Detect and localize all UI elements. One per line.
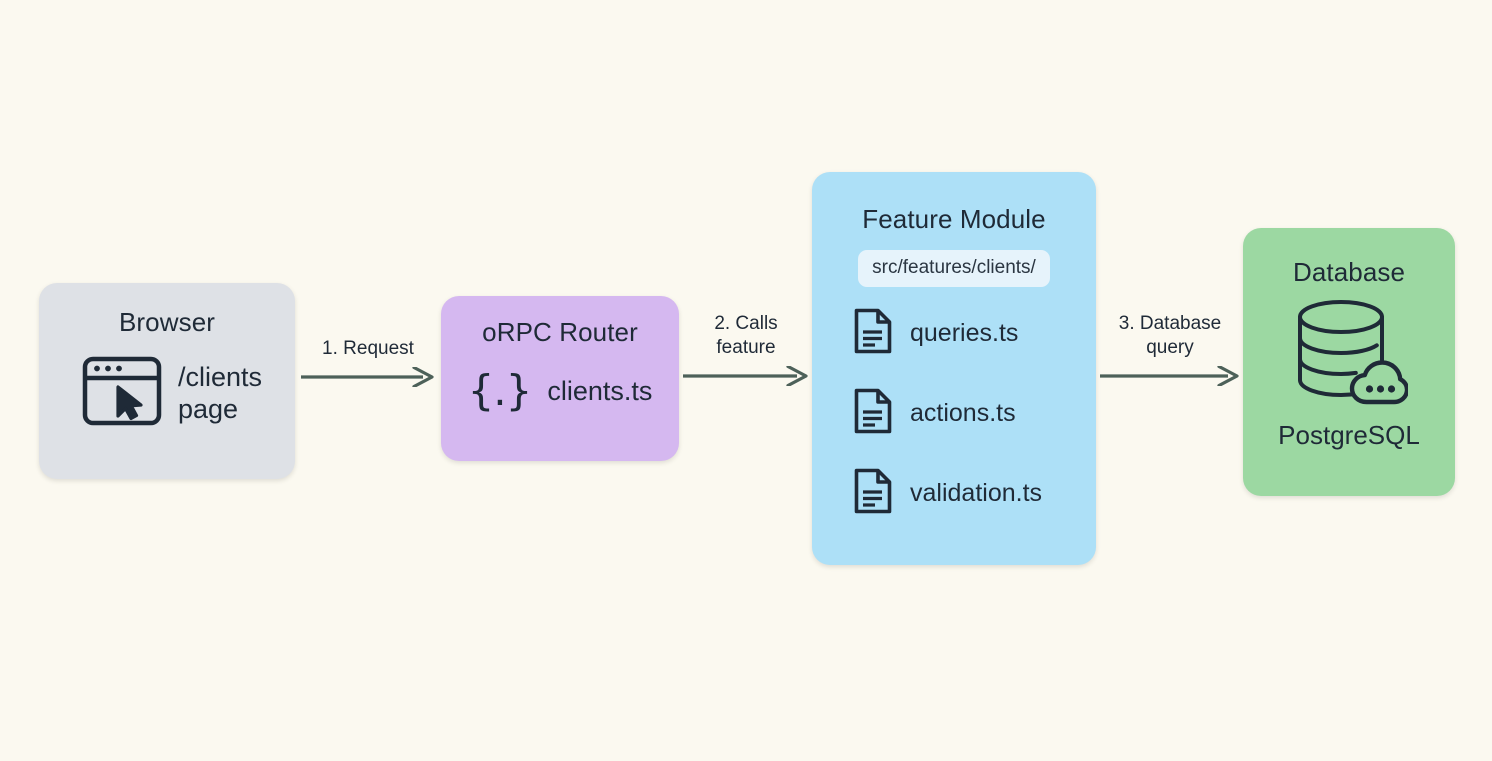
arrow-request-label: 1. Request [322,338,414,359]
arrow-calls-feature-line [683,365,808,386]
feature-file-name: actions.ts [910,399,1016,427]
arrow-request-line [301,366,434,387]
node-orpc-router-file: clients.ts [547,375,653,406]
node-orpc-router[interactable]: oRPC Router {.} clients.ts [441,296,679,461]
node-browser-title: Browser [118,307,216,337]
node-database-title: Database [1292,257,1406,287]
list-item[interactable]: actions.ts [852,387,1096,440]
arrow-request: 1. Request [301,337,435,387]
node-feature-module[interactable]: Feature Module src/features/clients/ que… [812,172,1096,565]
node-database[interactable]: Database PostgreSQL [1243,228,1455,496]
list-item[interactable]: queries.ts [852,307,1096,360]
arrow-database-query-label: 3. Database query [1118,313,1222,358]
arrow-database-query: 3. Database query [1100,312,1240,386]
node-browser-label: /clients page [177,361,263,424]
file-document-icon [852,467,894,520]
arrow-database-query-line [1100,365,1239,386]
feature-module-file-list: queries.ts actions.ts [812,307,1096,520]
node-database-engine: PostgreSQL [1278,420,1420,450]
node-browser[interactable]: Browser /clients page [39,283,295,479]
feature-file-name: validation.ts [910,479,1043,507]
node-orpc-router-body: {.} clients.ts [441,370,679,412]
browser-window-cursor-icon [80,354,164,433]
node-feature-module-title: Feature Module [862,204,1046,234]
feature-file-name: queries.ts [910,319,1019,347]
arrow-calls-feature-label: 2. Calls feature [714,313,778,358]
list-item[interactable]: validation.ts [852,467,1096,520]
file-document-icon [852,307,894,360]
database-cloud-icon [1290,298,1410,411]
feature-module-path-chip: src/features/clients/ [858,250,1050,287]
node-browser-body: /clients page [39,354,295,433]
node-orpc-router-title: oRPC Router [482,317,638,347]
curly-braces-icon: {.} [467,366,533,415]
arrow-calls-feature: 2. Calls feature [683,312,809,386]
file-document-icon [852,387,894,440]
